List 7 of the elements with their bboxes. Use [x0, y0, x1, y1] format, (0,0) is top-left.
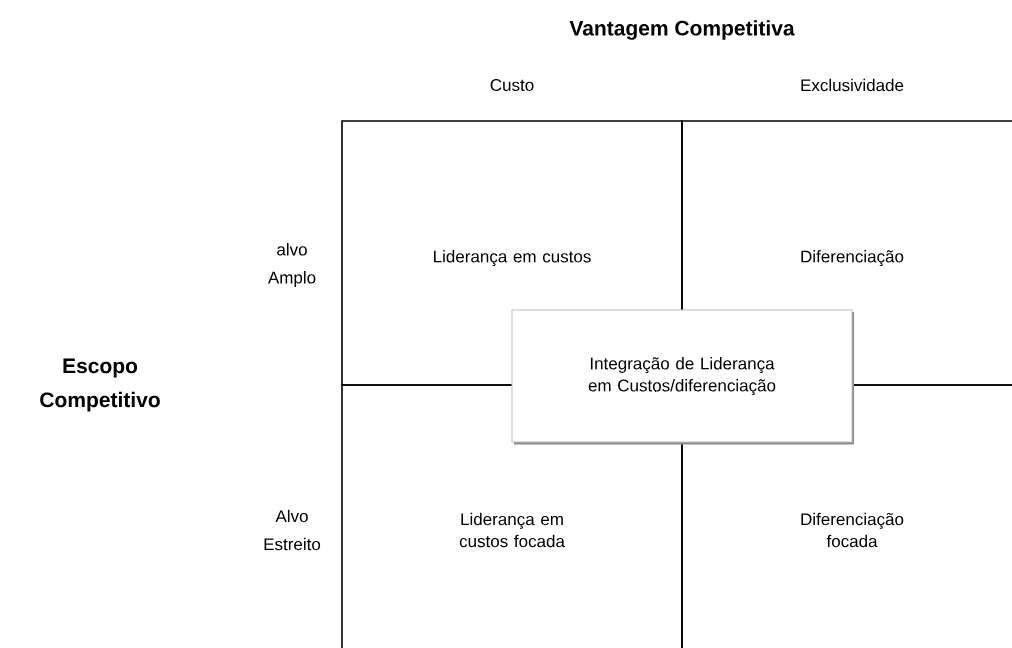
axis-label: Alvo Estreito	[264, 509, 321, 551]
strategy-box: Integração de Liderança em Custos/diferenciação	[511, 309, 854, 445]
axis-label: Custo	[490, 79, 534, 92]
axis-title: Vantagem Competitiva	[569, 20, 795, 40]
axis-label: Exclusividade	[801, 78, 904, 92]
axis-label: alvo Amplo	[267, 243, 316, 287]
axis-title: Escopo Competitivo	[40, 358, 160, 412]
